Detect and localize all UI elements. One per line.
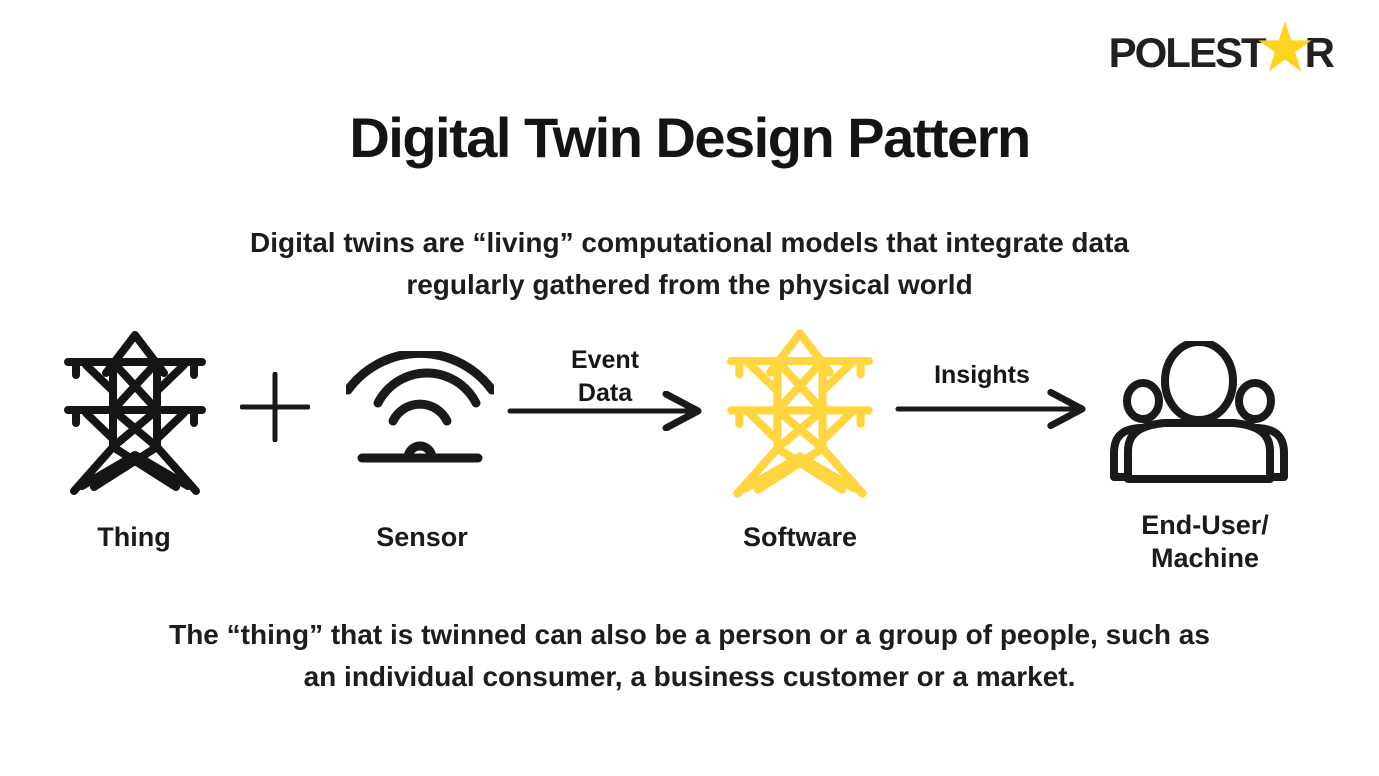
logo-text-after: R bbox=[1304, 28, 1335, 76]
subtitle-line-2: regularly gathered from the physical wor… bbox=[406, 269, 973, 300]
polestar-logo: POLEST R bbox=[1108, 21, 1335, 79]
transmission-tower-icon bbox=[725, 327, 875, 502]
event-data-label-line-2: Data bbox=[577, 379, 633, 407]
end-user-label-line-2: Machine bbox=[1150, 543, 1260, 573]
page-title: Digital Twin Design Pattern bbox=[349, 106, 1031, 169]
wireless-sensor-icon bbox=[346, 351, 494, 467]
end-user-label-line-1: End-User/ bbox=[1141, 510, 1269, 540]
arrow-right-icon bbox=[894, 389, 1088, 429]
thing-label: Thing bbox=[97, 522, 171, 552]
plus-icon bbox=[240, 372, 310, 442]
star-icon bbox=[1257, 20, 1313, 73]
event-data-label-line-1: Event bbox=[570, 346, 640, 374]
event-data-label: Event Data bbox=[506, 344, 704, 410]
subtitle-line-1: Digital twins are “living” computational… bbox=[249, 227, 1130, 258]
end-user-label: End-User/ Machine bbox=[1110, 509, 1300, 575]
footer-note: The “thing” that is twinned can also be … bbox=[0, 614, 1379, 698]
transmission-tower-icon bbox=[62, 329, 208, 499]
insights-label: Insights bbox=[934, 361, 1030, 389]
user-group-icon bbox=[1110, 341, 1288, 483]
footer-note-line-1: The “thing” that is twinned can also be … bbox=[169, 619, 1210, 650]
subtitle: Digital twins are “living” computational… bbox=[0, 222, 1379, 306]
arrow-right-icon bbox=[506, 391, 704, 431]
footer-note-line-2: an individual consumer, a business custo… bbox=[303, 661, 1076, 692]
software-label: Software bbox=[742, 522, 858, 552]
sensor-label: Sensor bbox=[376, 522, 468, 552]
logo-text-before: POLEST bbox=[1108, 28, 1267, 76]
